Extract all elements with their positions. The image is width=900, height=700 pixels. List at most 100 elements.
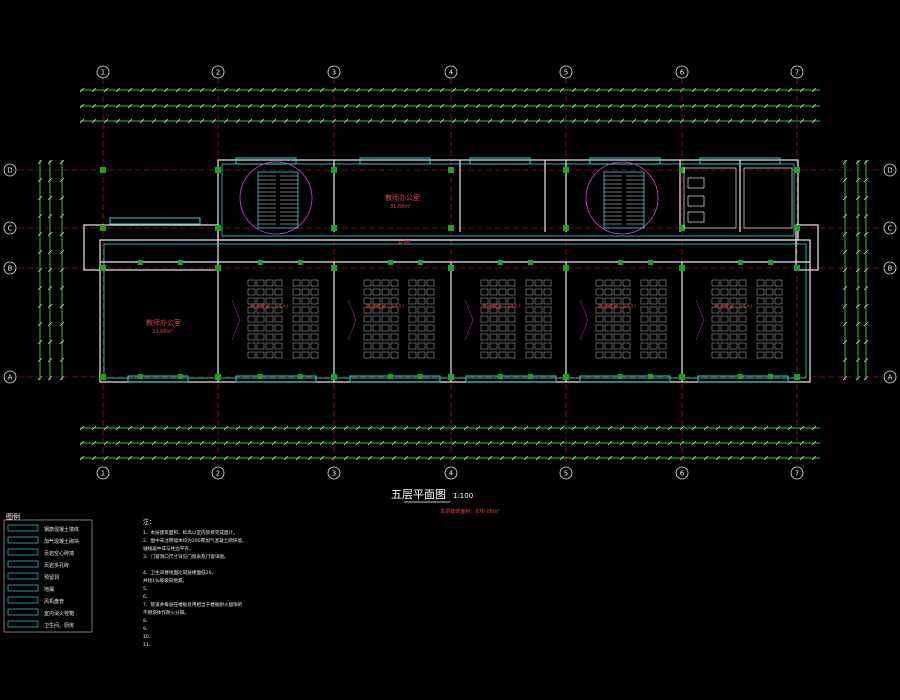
legend-item: 加气混凝土砌块 xyxy=(7,536,79,545)
grid-bubble-right-C: C xyxy=(883,221,897,235)
note-line: 轴线居中或与柱边平齐。 xyxy=(143,545,194,552)
grid-bubble-bottom-5: 5 xyxy=(559,466,573,480)
legend-item: 卫生间、厨房 xyxy=(7,620,74,629)
general-notes: 注： 1、本层建筑面积、标高以室内装修完成面计。2、图中未注明墙体均为200厚加… xyxy=(143,518,247,648)
drawing-scale: 1:100 xyxy=(453,492,473,500)
note-line: 1、本层建筑面积、标高以室内装修完成面计。 xyxy=(143,529,238,536)
structural-columns xyxy=(100,167,800,380)
building-walls xyxy=(83,159,819,383)
note-line: 4、卫生间楼地面比同层楼面低20， xyxy=(143,569,216,576)
grid-bubble-top-5: 5 xyxy=(559,65,573,79)
classroom-label-4: 普通教室（54人） xyxy=(598,303,639,310)
grid-bubble-right-A: A xyxy=(883,370,897,384)
grid-bubble-bottom-3: 3 xyxy=(327,466,341,480)
grid-bubble-bottom-4: 4 xyxy=(444,466,458,480)
legend-item: 地漏 xyxy=(7,584,54,593)
note-line: 不燃烧体作防火分隔。 xyxy=(143,609,189,616)
svg-text:D: D xyxy=(887,167,892,175)
legend-item: 钢筋混凝土墙体 xyxy=(7,524,79,533)
grid-bubble-bottom-1: 1 xyxy=(96,466,110,480)
grid-bubble-top-2: 2 xyxy=(211,65,225,79)
svg-text:页岩空心砖墙: 页岩空心砖墙 xyxy=(44,550,74,557)
svg-text:页岩多孔砖: 页岩多孔砖 xyxy=(44,562,69,569)
office-2-area: 33.68m² xyxy=(152,329,173,335)
svg-text:4: 4 xyxy=(449,69,454,77)
drawing-title: 五层平面图 xyxy=(391,488,446,501)
legend-item: 风机盘管 xyxy=(7,596,64,605)
note-line: 6、 xyxy=(143,594,151,600)
svg-text:B: B xyxy=(888,265,893,273)
stair-west xyxy=(239,161,313,235)
right-dimension-lines xyxy=(844,160,867,380)
grid-bubble-left-C: C xyxy=(3,221,17,235)
note-line: 7、管道井每层在楼板处用相当于楼板耐火极限的 xyxy=(143,601,243,608)
grid-bubble-top-6: 6 xyxy=(675,65,689,79)
windows xyxy=(109,157,789,383)
classroom-label-2: 普通教室（54人） xyxy=(366,303,407,310)
svg-text:5: 5 xyxy=(564,69,568,77)
svg-text:A: A xyxy=(888,374,893,382)
note-line: 并找1%坡坡向地漏。 xyxy=(143,577,187,584)
svg-text:4: 4 xyxy=(449,470,454,478)
svg-text:B: B xyxy=(8,265,13,273)
classroom-label-3: 普通教室（54人） xyxy=(482,303,523,310)
note-line: 10、 xyxy=(143,634,153,640)
grid-bubble-top-4: 4 xyxy=(444,65,458,79)
grid-bubble-right-D: D xyxy=(883,163,897,177)
grid-bubble-top-7: 7 xyxy=(790,65,804,79)
bottom-dimension-lines xyxy=(80,427,820,459)
legend: 图例 钢筋混凝土墙体加气混凝土砌块页岩空心砖墙页岩多孔砖预留洞地漏风机盘管室内消… xyxy=(3,512,93,633)
note-line: 9、 xyxy=(143,626,151,632)
legend-item: 室内消火栓箱 xyxy=(7,608,74,617)
toilet-block xyxy=(683,167,793,229)
grid-bubble-bottom-7: 7 xyxy=(790,466,804,480)
svg-text:1: 1 xyxy=(101,470,105,478)
svg-text:地漏: 地漏 xyxy=(44,586,54,593)
room-labels: 教师办公室 31.68m² 教师办公室 33.68m² 走廊 普通教室（54人）… xyxy=(146,193,755,335)
svg-text:7: 7 xyxy=(795,470,799,478)
office-2-label: 教师办公室 xyxy=(146,318,181,327)
svg-text:加气混凝土砌块: 加气混凝土砌块 xyxy=(44,538,79,545)
grid-bubble-bottom-6: 6 xyxy=(675,466,689,480)
office-1-area: 31.68m² xyxy=(390,204,411,210)
corridor-label: 走廊 xyxy=(398,238,410,246)
classroom-label-1: 普通教室（54人） xyxy=(250,303,291,310)
notes-heading: 注： xyxy=(143,518,155,526)
stair-treads xyxy=(258,175,644,225)
note-line: 5、 xyxy=(143,586,151,592)
legend-item: 页岩空心砖墙 xyxy=(7,548,74,557)
svg-text:6: 6 xyxy=(680,470,685,478)
left-dimension-lines xyxy=(39,160,63,380)
legend-heading: 图例 xyxy=(6,512,20,521)
grid-bubble-bottom-2: 2 xyxy=(211,466,225,480)
grid-bubble-top-1: 1 xyxy=(96,65,110,79)
svg-text:3: 3 xyxy=(332,69,336,77)
svg-text:预留洞: 预留洞 xyxy=(44,574,59,581)
legend-item: 预留洞 xyxy=(7,572,59,581)
note-line: 11、 xyxy=(143,642,153,648)
grid-bubble-top-3: 3 xyxy=(327,65,341,79)
grid-bubble-left-D: D xyxy=(3,163,17,177)
svg-text:2: 2 xyxy=(216,470,220,478)
note-line: 3、门窗洞口尺寸详见门窗表及门窗详图。 xyxy=(143,553,229,560)
stair-east xyxy=(585,161,659,235)
note-line: 2、图中未注明墙体均为200厚加气混凝土砌块墙， xyxy=(143,537,247,544)
svg-text:A: A xyxy=(8,374,13,382)
top-dimension-lines xyxy=(80,89,820,122)
grid-axis-lines xyxy=(18,78,880,466)
svg-text:3: 3 xyxy=(332,470,336,478)
svg-text:风机盘管: 风机盘管 xyxy=(44,598,64,605)
svg-text:钢筋混凝土墙体: 钢筋混凝土墙体 xyxy=(44,526,79,533)
dimension-ticks xyxy=(37,87,869,461)
svg-text:D: D xyxy=(7,167,12,175)
svg-text:5: 5 xyxy=(564,470,568,478)
office-1-label: 教师办公室 xyxy=(385,193,420,202)
classroom-label-5: 普通教室（54人） xyxy=(714,303,755,310)
grid-bubble-left-B: B xyxy=(3,261,17,275)
svg-text:卫生间、厨房: 卫生间、厨房 xyxy=(44,622,74,629)
note-line: 8、 xyxy=(143,618,151,624)
grid-bubble-left-A: A xyxy=(3,370,17,384)
classroom-desks xyxy=(231,279,783,359)
